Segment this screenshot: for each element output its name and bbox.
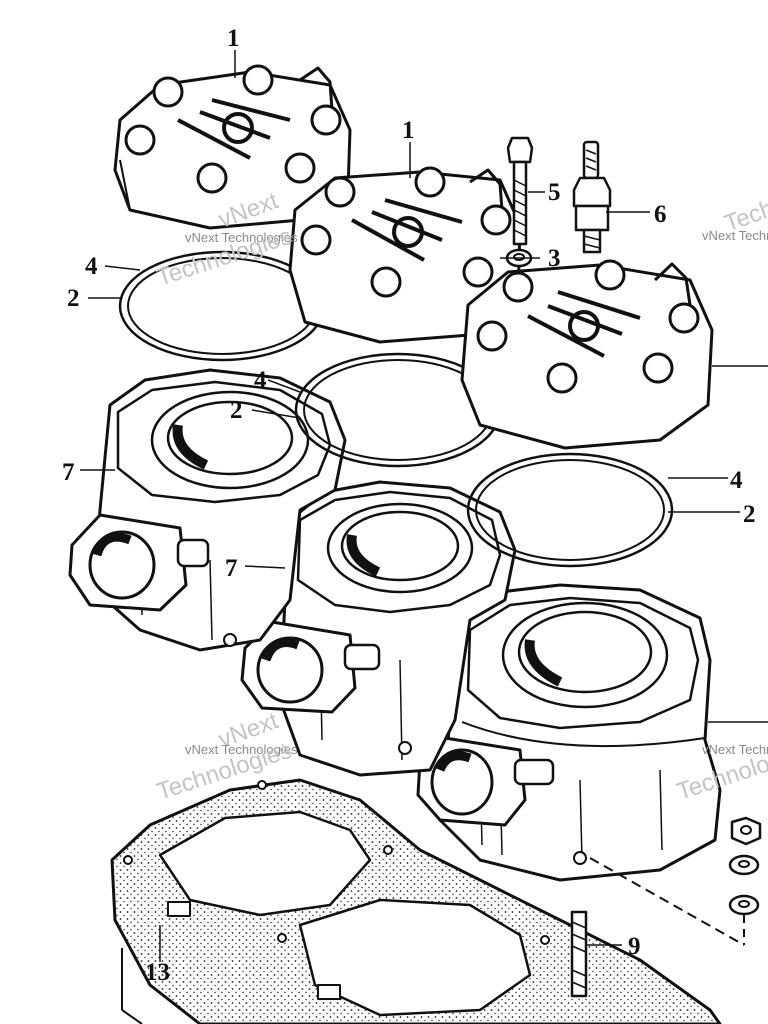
- spark-plug: [572, 140, 612, 254]
- callout-4-middle-oring: 4: [254, 367, 267, 394]
- base-gasket: [110, 778, 722, 1024]
- callout-4-right-oring: 4: [730, 467, 743, 494]
- callout-7-middle-cylinder: 7: [225, 555, 238, 582]
- callout-4-left-oring: 4: [85, 253, 98, 280]
- svg-text:Technologies: Technologies: [721, 164, 768, 237]
- leader-lines: [80, 50, 768, 1024]
- cylinder-right: [416, 583, 722, 882]
- callout-6-spark-plug: 6: [654, 201, 667, 228]
- cylinder-head-right: [460, 259, 714, 450]
- callout-5-bolt: 5: [548, 179, 561, 206]
- head-bolt: [506, 136, 534, 246]
- callout-2-middle-oring: 2: [230, 397, 243, 424]
- callout-2-left-oring: 2: [67, 285, 80, 312]
- callout-7-left-cylinder: 7: [62, 459, 75, 486]
- cylinder-middle: [240, 480, 517, 777]
- callout-9-stud: 9: [628, 933, 641, 960]
- svg-text:vNext Technologies: vNext Technologies: [702, 228, 768, 243]
- svg-text:vNext Technologies: vNext Technologies: [702, 742, 768, 757]
- callout-2-right-oring: 2: [743, 501, 756, 528]
- callout-labels: 1 1 4 2 4 2 7 7 5 6 3 4 2 9 13: [62, 25, 756, 986]
- nuts-and-washers: [728, 816, 762, 916]
- svg-text:vNext Technologies: vNext Technologies: [185, 742, 298, 757]
- stud-9: [570, 910, 588, 998]
- callout-13-base-gasket: 13: [145, 959, 170, 986]
- callout-1-left-head: 1: [227, 25, 240, 52]
- cylinder-head-middle: [288, 166, 522, 344]
- cylinder-head-left: [113, 64, 352, 230]
- svg-text:vNext Technologies: vNext Technologies: [185, 230, 298, 245]
- watermark-top-right: Technologies vNext Technologies: [702, 164, 768, 243]
- callout-3-washer: 3: [548, 245, 561, 272]
- callout-1-middle-head: 1: [402, 117, 415, 144]
- cylinder-left: [68, 368, 347, 652]
